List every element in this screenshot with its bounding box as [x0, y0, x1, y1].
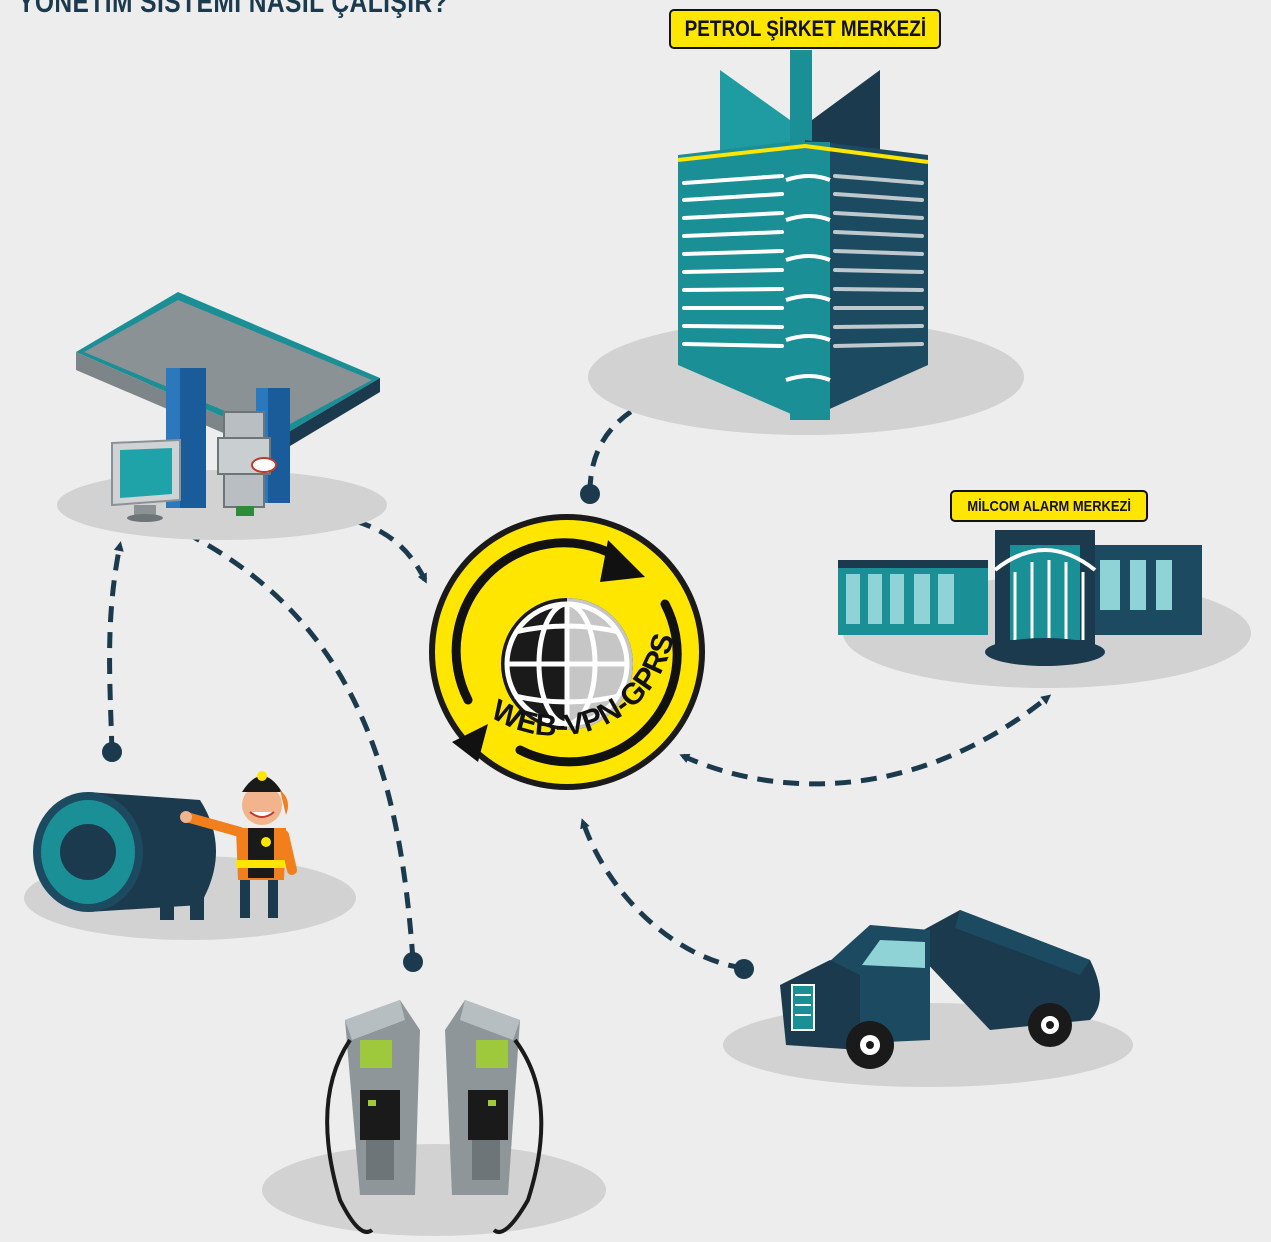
controller-device-icon	[217, 411, 277, 516]
sync-arrows-icon	[451, 538, 682, 767]
office-building-icon	[588, 50, 1024, 435]
connector-hub-to-alarm	[679, 694, 1052, 787]
fuel-tanker-truck-icon	[723, 910, 1133, 1087]
alarm-center-icon	[838, 530, 1251, 688]
petrol-hq-label: PETROL ŞİRKET MERKEZİ	[669, 9, 941, 49]
network-hub: WEB-VPN-GPRS	[429, 514, 705, 790]
monitor-icon	[111, 438, 181, 522]
fuel-station-icon	[57, 292, 387, 540]
connector-truck-to-hub	[580, 818, 745, 971]
fuel-pump-icon	[262, 1000, 606, 1236]
globe-icon	[501, 598, 633, 730]
milcom-alarm-label: MİLCOM ALARM MERKEZİ	[950, 490, 1148, 522]
connector-tank-to-station	[107, 541, 124, 753]
worker-icon	[180, 771, 297, 918]
connector-dots	[102, 484, 754, 979]
page-title: YÖNETİM SİSTEMİ NASIL ÇALIŞIR?	[18, 0, 449, 19]
